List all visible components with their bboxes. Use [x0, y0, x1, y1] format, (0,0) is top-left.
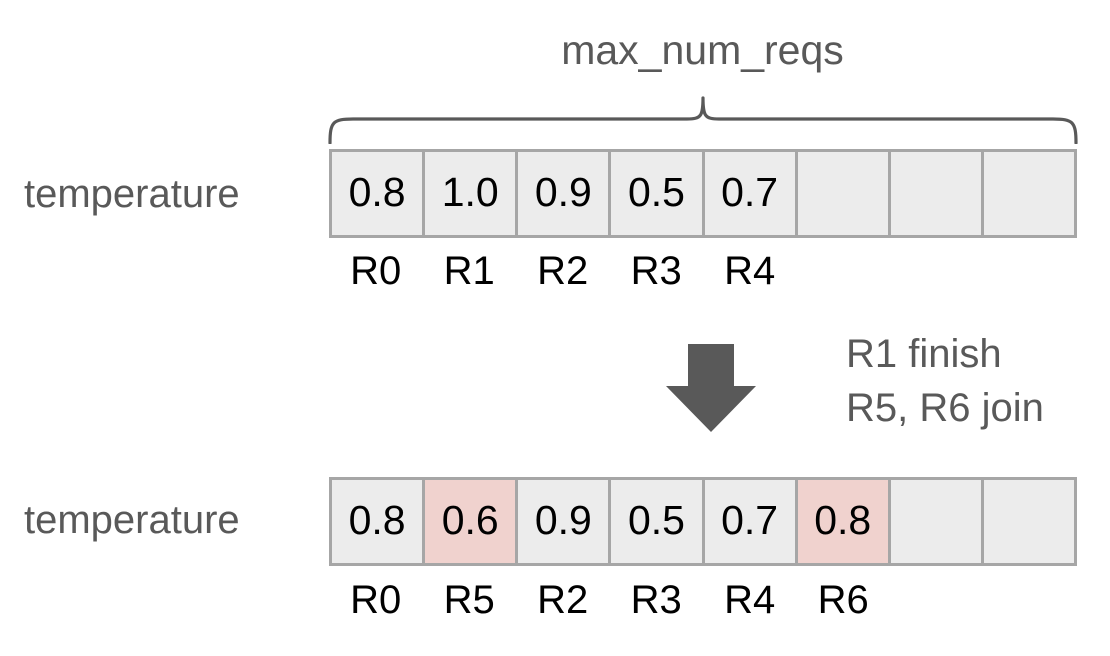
request-id-label: R3 [630, 249, 682, 293]
temperature-array-before: 0.8 1.0 0.9 0.5 0.7 [329, 149, 1077, 238]
cell-value: 0.9 [534, 169, 592, 215]
array-cell[interactable]: 0.7 [704, 480, 798, 563]
array-cell[interactable]: 1.0 [425, 152, 519, 235]
transition-note: R1 finish R5, R6 join [846, 328, 1106, 435]
request-id-label: R2 [537, 249, 589, 293]
row-label-temperature-after: temperature [24, 498, 240, 542]
array-cell-empty[interactable] [983, 152, 1074, 235]
array-cell-empty[interactable] [890, 480, 984, 563]
request-id-label: R6 [817, 578, 869, 622]
row-label-temperature-before: temperature [24, 172, 240, 216]
request-id-label: R5 [443, 578, 495, 622]
array-cell-highlighted[interactable]: 0.6 [425, 480, 519, 563]
request-id-label: R4 [724, 578, 776, 622]
array-cell[interactable]: 0.9 [518, 152, 612, 235]
request-id-label [890, 251, 984, 299]
request-id-label [984, 251, 1078, 299]
cell-value: 0.8 [348, 169, 406, 215]
array-cell[interactable]: 0.9 [518, 480, 612, 563]
cell-value: 0.5 [627, 497, 685, 543]
request-id-labels-before: R0 R1 R2 R3 R4 [329, 251, 1077, 299]
transition-note-line-1: R1 finish [846, 332, 1002, 376]
cell-value: 0.5 [627, 169, 685, 215]
array-cell-empty[interactable] [890, 152, 984, 235]
transition-note-line-2: R5, R6 join [846, 385, 1044, 430]
request-id-label [890, 580, 984, 628]
request-id-label [797, 251, 891, 299]
array-cell[interactable]: 0.5 [611, 480, 705, 563]
request-id-label: R4 [724, 249, 776, 293]
page-title: max_num_reqs [561, 27, 844, 73]
request-id-labels-after: R0 R5 R2 R3 R4 R6 [329, 580, 1077, 628]
request-id-label: R0 [350, 249, 402, 293]
request-id-label [984, 580, 1078, 628]
request-id-label: R0 [350, 578, 402, 622]
cell-value: 1.0 [441, 169, 499, 215]
array-cell[interactable]: 0.5 [611, 152, 705, 235]
array-cell[interactable]: 0.7 [704, 152, 798, 235]
array-cell[interactable]: 0.8 [332, 152, 426, 235]
cell-value: 0.7 [721, 497, 779, 543]
down-arrow-icon [664, 342, 758, 434]
request-id-label: R2 [537, 578, 589, 622]
cell-value: 0.6 [441, 497, 499, 543]
array-cell-empty[interactable] [797, 152, 891, 235]
temperature-array-after: 0.8 0.6 0.9 0.5 0.7 0.8 [329, 477, 1077, 566]
request-id-label: R3 [630, 578, 682, 622]
array-cell[interactable]: 0.8 [332, 480, 426, 563]
cell-value: 0.8 [814, 497, 872, 543]
request-id-label: R1 [443, 249, 495, 293]
array-cell-highlighted[interactable]: 0.8 [797, 480, 891, 563]
cell-value: 0.9 [534, 497, 592, 543]
cell-value: 0.7 [721, 169, 779, 215]
array-cell-empty[interactable] [983, 480, 1074, 563]
curly-brace-icon [325, 92, 1081, 145]
cell-value: 0.8 [348, 497, 406, 543]
